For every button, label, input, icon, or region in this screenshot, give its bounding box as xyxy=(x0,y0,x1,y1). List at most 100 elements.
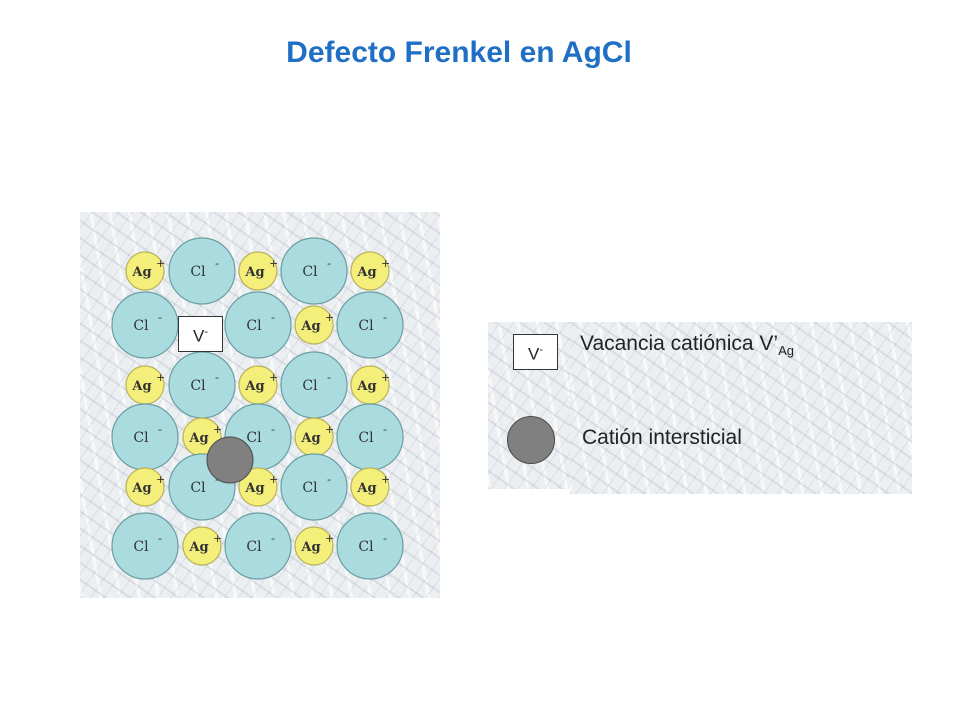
legend-vacancy-box-charge: - xyxy=(539,344,543,356)
chloride-ion-charge: - xyxy=(383,532,387,545)
chloride-ion: Cl- xyxy=(280,453,348,521)
legend-vacancy-main: Vacancia catiónica V’ xyxy=(580,332,779,355)
silver-ion-circle xyxy=(238,467,278,507)
silver-ion-label: Ag xyxy=(244,379,264,394)
silver-ion-charge: + xyxy=(156,473,165,486)
silver-ion-charge: + xyxy=(213,423,222,436)
silver-ion-charge: + xyxy=(325,532,334,545)
chloride-ion-charge: - xyxy=(158,311,162,324)
chloride-ion-charge: - xyxy=(158,532,162,545)
silver-ion: Ag + xyxy=(294,305,334,345)
chloride-ion-charge: - xyxy=(271,532,275,545)
silver-ion-circle xyxy=(350,251,390,291)
chloride-ion: Cl- xyxy=(111,291,179,359)
chloride-ion-charge: - xyxy=(271,311,275,324)
legend-vacancy-subscript: Ag xyxy=(778,343,794,359)
chloride-ion: Cl- xyxy=(280,237,348,305)
legend-vacancy-icon: V- xyxy=(513,334,558,370)
silver-ion-circle xyxy=(125,251,165,291)
chloride-ion: Cl- xyxy=(224,291,292,359)
silver-ion-label: Ag xyxy=(131,265,151,280)
silver-ion-circle xyxy=(238,251,278,291)
chloride-ion: Cl- xyxy=(168,351,236,419)
chloride-ion-label: Cl xyxy=(190,480,206,496)
silver-ion-circle xyxy=(294,526,334,566)
silver-ion-label: Ag xyxy=(244,265,264,280)
silver-ion: Ag + xyxy=(125,467,165,507)
silver-ion-label: Ag xyxy=(131,481,151,496)
silver-ion: Ag + xyxy=(238,365,278,405)
chloride-ion-label: Cl xyxy=(302,480,318,496)
silver-ion-charge: + xyxy=(269,473,278,486)
chloride-ion-circle xyxy=(336,291,404,359)
chloride-ion-label: Cl xyxy=(302,378,318,394)
chloride-ion-charge: - xyxy=(327,257,331,270)
chloride-ion: Cl- xyxy=(111,512,179,580)
chloride-ion-label: Cl xyxy=(358,539,374,555)
chloride-ion-charge: - xyxy=(271,423,275,436)
legend-text-background xyxy=(570,322,912,494)
chloride-ion-label: Cl xyxy=(246,539,262,555)
chloride-ion: Cl- xyxy=(336,403,404,471)
silver-ion-label: Ag xyxy=(188,540,208,555)
chloride-ion: Cl- xyxy=(168,237,236,305)
silver-ion-charge: + xyxy=(269,257,278,270)
chloride-ion-charge: - xyxy=(327,371,331,384)
chloride-ion-circle xyxy=(224,291,292,359)
legend-interstitial-icon xyxy=(507,416,555,464)
interstitial-cation xyxy=(206,436,254,484)
chloride-ion-charge: - xyxy=(383,311,387,324)
chloride-ion-charge: - xyxy=(215,371,219,384)
silver-ion: Ag+ xyxy=(238,467,278,507)
silver-ion-label: Ag xyxy=(300,540,320,555)
lattice-vacancy-marker: V- xyxy=(178,316,223,352)
silver-ion-charge: + xyxy=(381,257,390,270)
silver-ion: Ag + xyxy=(294,526,334,566)
silver-ion-charge: + xyxy=(156,371,165,384)
silver-ion-circle xyxy=(182,526,222,566)
silver-ion: Ag+ xyxy=(182,526,222,566)
silver-ion-charge: + xyxy=(325,311,334,324)
silver-ion-circle xyxy=(294,305,334,345)
silver-ion-label: Ag xyxy=(356,265,376,280)
chloride-ion: Cl- xyxy=(111,403,179,471)
chloride-ion-circle xyxy=(168,237,236,305)
chloride-ion-label: Cl xyxy=(133,430,149,446)
silver-ion: Ag + xyxy=(125,365,165,405)
silver-ion-label: Ag xyxy=(356,379,376,394)
chloride-ion-label: Cl xyxy=(246,318,262,334)
silver-ion-circle xyxy=(350,467,390,507)
chloride-ion-circle xyxy=(224,512,292,580)
chloride-ion-label: Cl xyxy=(358,318,374,334)
chloride-ion-label: Cl xyxy=(133,539,149,555)
lattice-vacancy-charge: - xyxy=(204,326,208,338)
silver-ion-label: Ag xyxy=(300,431,320,446)
agcl-lattice-background: Ag+Cl-Ag+Cl-Ag+Cl-Cl-Ag+Cl-Ag+Cl-Ag+Cl-A… xyxy=(80,212,440,598)
chloride-ion-label: Cl xyxy=(302,264,318,280)
chloride-ion-label: Cl xyxy=(246,430,262,446)
chloride-ion: Cl- xyxy=(336,512,404,580)
chloride-ion-charge: - xyxy=(158,423,162,436)
silver-ion-label: Ag xyxy=(300,319,320,334)
silver-ion: Ag+ xyxy=(125,251,165,291)
chloride-ion: Cl- xyxy=(336,291,404,359)
legend-vacancy-box-label: V xyxy=(527,344,540,364)
chloride-ion: Cl- xyxy=(280,351,348,419)
chloride-ion-label: Cl xyxy=(190,264,206,280)
chloride-ion-circle xyxy=(111,512,179,580)
chloride-ion-circle xyxy=(280,453,348,521)
silver-ion-charge: + xyxy=(381,473,390,486)
chloride-ion-charge: - xyxy=(327,473,331,486)
silver-ion-label: Ag xyxy=(356,481,376,496)
chloride-ion: Cl- xyxy=(224,512,292,580)
legend-vacancy-text: Vacancia catiónica V’Ag xyxy=(580,332,794,358)
silver-ion-charge: + xyxy=(269,371,278,384)
silver-ion-charge: + xyxy=(381,371,390,384)
silver-ion-charge: + xyxy=(325,423,334,436)
legend-interstitial-text: Catión intersticial xyxy=(582,426,742,449)
lattice-vacancy-label: V xyxy=(192,326,205,346)
chloride-ion-circle xyxy=(336,512,404,580)
chloride-ion-charge: - xyxy=(383,423,387,436)
chloride-ion-circle xyxy=(280,237,348,305)
silver-ion-label: Ag xyxy=(131,379,151,394)
